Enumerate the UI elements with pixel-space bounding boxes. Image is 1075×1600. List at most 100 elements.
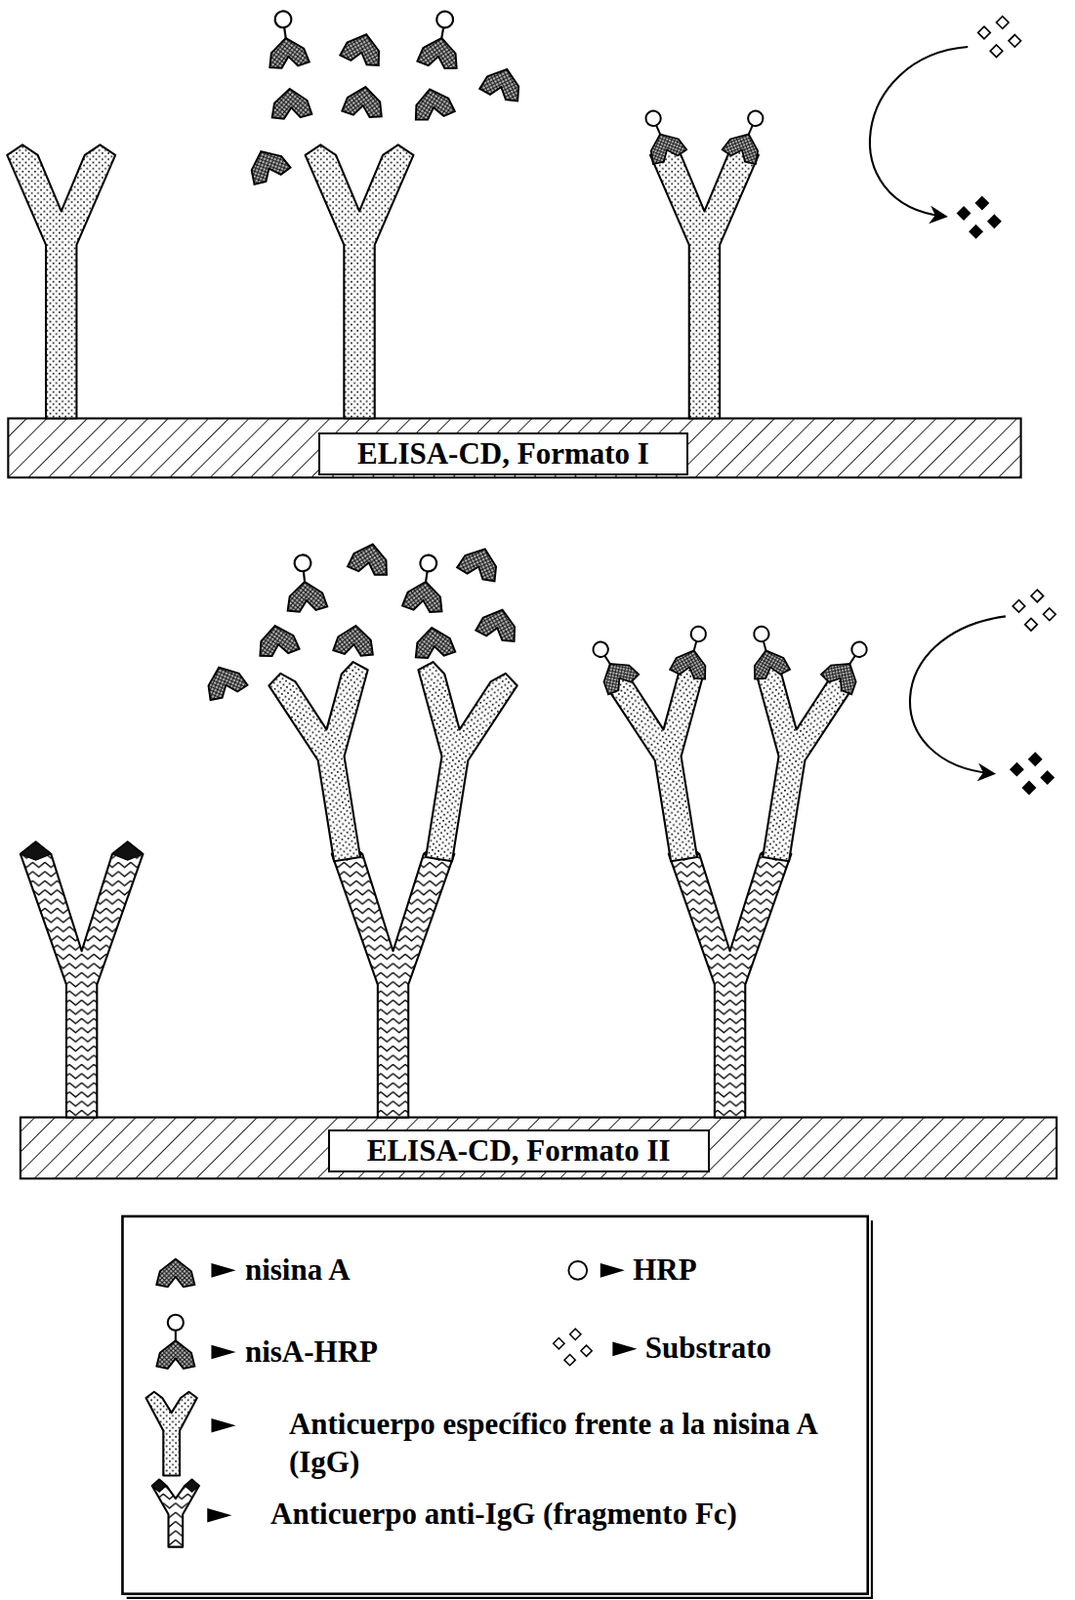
microplate-surface (7, 418, 1021, 479)
anti-igg-fc (331, 841, 455, 1117)
legend-igg (146, 1392, 198, 1477)
substrate-molecule (1029, 752, 1042, 766)
nisin-a (339, 29, 386, 69)
nisin-shape (668, 645, 711, 681)
anti-nisin-igg-body (604, 660, 734, 868)
hrp-enzyme (643, 108, 663, 128)
anti-nisin-igg (633, 104, 776, 419)
anti-nisin-igg-body (650, 144, 759, 418)
anti-nisin-igg-body (6, 144, 116, 418)
format-label: ELISA-CD, Formato II (367, 1134, 671, 1168)
legend-text: nisina A (245, 1251, 351, 1290)
anti-nisin-igg (389, 660, 519, 868)
binding-site (112, 841, 143, 861)
substrate-molecule (1010, 763, 1024, 777)
substrate-molecule (957, 206, 971, 220)
substrate-molecule (553, 1338, 565, 1350)
nisa-hrp-conjugate (742, 621, 791, 682)
substrate-molecule (976, 197, 990, 210)
substrate (1012, 589, 1056, 631)
nisin-shape (255, 621, 300, 659)
hrp-enzyme (418, 553, 438, 573)
hrp-enzyme (590, 639, 612, 661)
nisa-hrp-conjugate (262, 8, 311, 71)
substrate-molecule (988, 215, 1001, 229)
nisin-a (156, 1259, 195, 1288)
nisin-a (200, 660, 249, 703)
reaction-arrow (909, 616, 1006, 774)
legend-pointer (206, 1508, 232, 1524)
anti-nisin-igg-body (305, 144, 414, 418)
anti-nisin-igg (707, 617, 882, 870)
nisin-shape (455, 541, 504, 583)
nisin-a (475, 604, 523, 644)
anti-nisin-igg-body (389, 660, 519, 868)
binding-site (152, 1480, 167, 1493)
anti-nisin-igg (6, 144, 116, 418)
substrate-molecule (990, 44, 1003, 58)
substrate-molecule (1043, 608, 1057, 621)
nisin-shape (200, 660, 249, 703)
legend-pointer (210, 1345, 236, 1361)
legend-anti-igg-body (152, 1480, 200, 1548)
substrate-molecule (1040, 771, 1054, 785)
nisin-shape (156, 1259, 195, 1288)
microplate-surface (20, 1117, 1057, 1180)
nisin-shape (402, 578, 447, 614)
nisin-shape (339, 29, 386, 69)
nisin-shape (156, 1340, 195, 1369)
hrp-enzyme (568, 1261, 587, 1281)
substrate (978, 16, 1022, 58)
legend-frame (122, 1216, 868, 1595)
nisin-a (479, 63, 527, 104)
nisin-a (332, 623, 376, 658)
nisin-shape (341, 83, 386, 119)
format-label: ELISA-CD, Formato I (357, 437, 650, 471)
anti-igg-fc (20, 841, 143, 1117)
anti-igg-fc (668, 841, 791, 1117)
nisin-shape (410, 84, 455, 123)
nisin-shape (332, 623, 376, 658)
legend-pointer (210, 1263, 236, 1279)
product (957, 197, 1001, 239)
hrp-enzyme (745, 108, 766, 128)
nisin-shape (475, 604, 523, 644)
legend-shadow (126, 1220, 872, 1599)
legend-pointer (210, 1418, 236, 1434)
nisin-shape (269, 86, 312, 120)
legend-pointer (600, 1263, 625, 1279)
nisin-shape (479, 63, 527, 104)
hrp-enzyme (689, 624, 708, 644)
legend-anti-igg (152, 1480, 200, 1548)
nisa-hrp-conjugate (416, 7, 466, 71)
nisa-hrp-conjugate (282, 552, 329, 614)
substrate-molecule (978, 26, 992, 40)
nisin-a (255, 621, 300, 659)
nisin-shape (285, 579, 329, 614)
anti-nisin-igg (305, 144, 414, 418)
anti-igg-fc-body (20, 841, 143, 1117)
nisin-a (455, 541, 504, 583)
nisa-hrp-conjugate (580, 633, 640, 698)
hrp-enzyme (435, 9, 455, 29)
legend-igg-body (146, 1392, 198, 1477)
nisin-a (412, 624, 456, 660)
nisin-shape (643, 126, 688, 166)
anti-nisin-igg-body (267, 660, 397, 868)
substrate (553, 1328, 593, 1366)
nisin-shape (243, 143, 292, 188)
binding-site (184, 1480, 200, 1493)
nisa-hrp-conjugate (721, 104, 776, 166)
substrate-molecule (570, 1328, 581, 1340)
substrate-molecule (1025, 618, 1038, 631)
nisin-shape (594, 654, 640, 697)
substrate-molecule (969, 225, 983, 239)
hrp-enzyme (751, 624, 771, 644)
nisin-shape (412, 624, 456, 660)
nisa-hrp-conjugate (402, 552, 451, 615)
substrate-molecule (995, 16, 1009, 30)
nisin-a (243, 143, 292, 188)
nisin-a (341, 83, 386, 119)
format-label-box: ELISA-CD, Formato I (318, 432, 689, 476)
